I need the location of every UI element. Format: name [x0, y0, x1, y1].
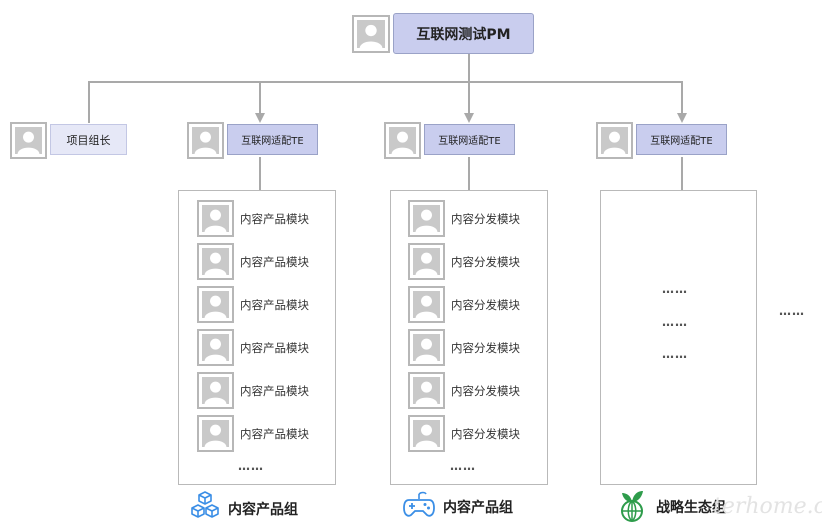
- member-avatar: [197, 243, 234, 280]
- member-label: 内容产品模块: [240, 212, 309, 226]
- group-label-2: 内容产品组: [443, 500, 513, 516]
- member-label: 内容分发模块: [451, 341, 520, 355]
- member-avatar: [408, 243, 445, 280]
- connector-te-box-3: [681, 157, 683, 190]
- member-label: 内容分发模块: [451, 255, 520, 269]
- connector-te-box-1: [259, 157, 261, 190]
- member-avatar: [197, 286, 234, 323]
- connector-leader-1: [88, 81, 90, 123]
- leader-avatar-1: [10, 122, 47, 159]
- member-avatar: [197, 200, 234, 237]
- leader-avatar-4: [596, 122, 633, 159]
- connector-te-box-2: [468, 157, 470, 190]
- member-avatar: [408, 329, 445, 366]
- watermark: terhome.com: [713, 494, 822, 519]
- more-groups-dots: ……: [779, 304, 805, 318]
- gamepad-icon: [403, 491, 435, 519]
- pm-avatar: [352, 15, 390, 53]
- connector-horizontal-bus: [88, 81, 682, 83]
- member-label: 内容产品模块: [240, 384, 309, 398]
- member-label: 内容分发模块: [451, 298, 520, 312]
- member-avatar: [197, 329, 234, 366]
- placeholder-dots-2: ……: [662, 315, 688, 329]
- more-members-1: ……: [238, 459, 264, 473]
- team-box-3: [600, 190, 757, 485]
- member-avatar: [408, 372, 445, 409]
- leader-label-3: 互联网适配TE: [424, 124, 515, 155]
- connector-leader-2: [259, 81, 261, 117]
- member-label: 内容产品模块: [240, 427, 309, 441]
- leader-label-2: 互联网适配TE: [227, 124, 318, 155]
- member-label: 内容产品模块: [240, 341, 309, 355]
- connector-leader-4: [681, 81, 683, 117]
- placeholder-dots-1: ……: [662, 282, 688, 296]
- member-avatar: [197, 415, 234, 452]
- leader-avatar-3: [384, 122, 421, 159]
- member-label: 内容产品模块: [240, 298, 309, 312]
- member-label: 内容分发模块: [451, 427, 520, 441]
- leader-avatar-2: [187, 122, 224, 159]
- pm-title: 互联网测试PM: [393, 13, 534, 54]
- member-avatar: [197, 372, 234, 409]
- group-label-1: 内容产品组: [228, 502, 298, 518]
- member-avatar: [408, 200, 445, 237]
- member-label: 内容分发模块: [451, 212, 520, 226]
- member-avatar: [408, 286, 445, 323]
- connector-leader-3: [468, 81, 470, 117]
- member-label: 内容分发模块: [451, 384, 520, 398]
- placeholder-dots-3: ……: [662, 347, 688, 361]
- globe-sprout-icon: [617, 488, 647, 522]
- member-label: 内容产品模块: [240, 255, 309, 269]
- member-avatar: [408, 415, 445, 452]
- group-label-3: 战略生态组: [656, 500, 726, 516]
- cubes-icon: [190, 490, 220, 520]
- leader-label-1: 项目组长: [50, 124, 127, 155]
- leader-label-4: 互联网适配TE: [636, 124, 727, 155]
- more-members-2: ……: [450, 459, 476, 473]
- connector-pm-down: [468, 54, 470, 82]
